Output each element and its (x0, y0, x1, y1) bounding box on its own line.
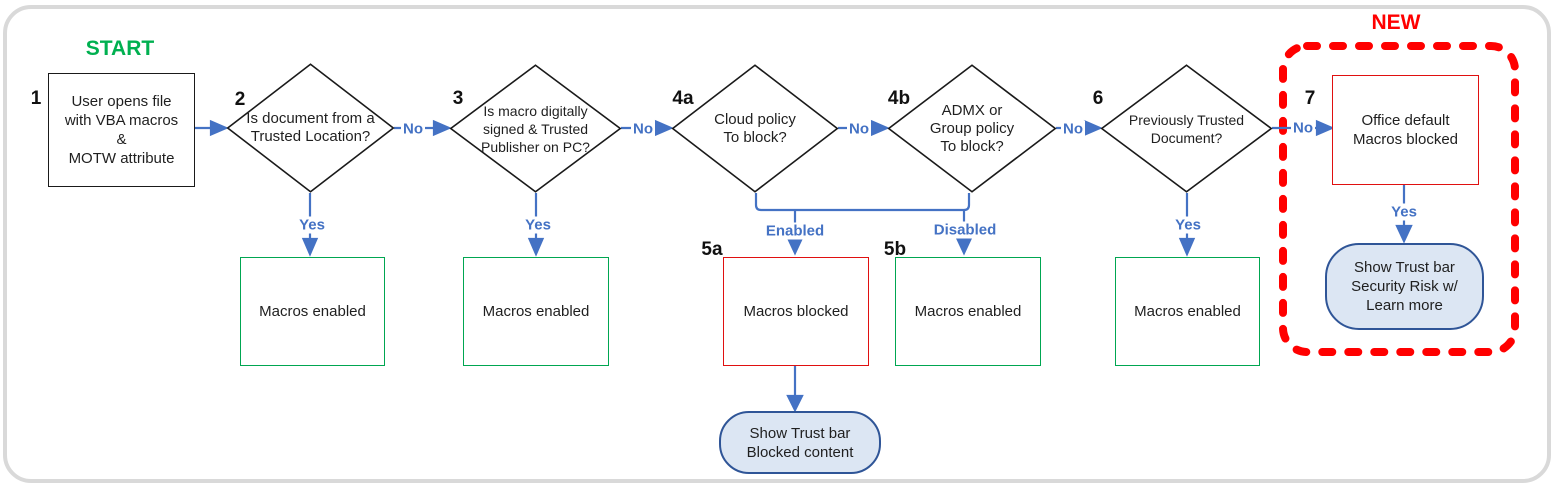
outcome-box-step3: Macros enabled (463, 257, 609, 366)
outcome-box-step2-text: Macros enabled (259, 303, 366, 320)
step-number-3: 3 (452, 88, 464, 109)
decision-step2-line: Trusted Location? (250, 128, 371, 145)
process-box-step7-line: Office default (1361, 112, 1450, 129)
decision-step4b-line: To block? (940, 137, 1004, 155)
edge-label-yes-step6: Yes (1173, 216, 1203, 234)
trust-bar-blocked-line: Blocked content (746, 443, 854, 461)
decision-diamond-shape (671, 64, 839, 193)
diagram-outer-frame (3, 5, 1551, 483)
edge-label-enabled: Enabled (763, 222, 827, 240)
trust-bar-security-line: Show Trust bar (1354, 259, 1455, 276)
outcome-box-step5b-text: Macros enabled (914, 303, 1022, 320)
decision-step4b-line: Group policy (929, 119, 1015, 137)
step-number-1: 1 (30, 88, 42, 109)
decision-step2: Is document from a Trusted Location? (226, 63, 395, 193)
process-box-step1-line: User opens file (71, 93, 172, 110)
decision-step4b-line: ADMX or (941, 101, 1003, 119)
edge-step1-to-step2 (193, 119, 229, 137)
decision-step3-line: Is macro digitally (483, 102, 588, 119)
step-number-5a: 5a (701, 239, 723, 260)
decision-diamond-shape (226, 63, 395, 193)
decision-step2-line: Is document from a (246, 110, 375, 127)
trust-bar-blocked-pill: Show Trust bar Blocked content (719, 411, 881, 474)
process-box-step1-line: with VBA macros (64, 112, 179, 129)
step-number-4a: 4a (672, 88, 694, 109)
decision-diamond-shape (887, 64, 1057, 193)
decision-step4a-line: To block? (723, 128, 787, 146)
outcome-box-step5a: Macros blocked (723, 257, 869, 366)
step-number-5b: 5b (883, 239, 907, 260)
decision-step3-line: Publisher on PC? (481, 138, 590, 155)
edge-label-no-step6: No (1291, 119, 1315, 137)
step-number-2: 2 (234, 89, 246, 110)
process-box-step1: User opens file with VBA macros & MOTW a… (48, 73, 195, 187)
new-highlight-dashed-border (1279, 42, 1519, 356)
outcome-box-step5b: Macros enabled (895, 257, 1041, 366)
outcome-box-step5a-text: Macros blocked (743, 303, 849, 320)
edge-label-no-step4a: No (847, 120, 871, 138)
edge-label-no-step2: No (401, 120, 425, 138)
step-number-6: 6 (1092, 88, 1104, 109)
decision-step4a-line: Cloud policy (714, 110, 796, 128)
edge-label-no-step4b: No (1061, 120, 1085, 138)
decision-diamond-shape (449, 64, 622, 193)
edge-label-yes-step3: Yes (523, 216, 553, 234)
edge-label-disabled: Disabled (931, 221, 999, 239)
decision-diamond-shape (1100, 64, 1273, 193)
process-box-step1-line: & (116, 131, 127, 148)
edge-label-yes-step2: Yes (297, 216, 327, 234)
decision-step4b: ADMX or Group policy To block? (887, 64, 1057, 193)
outcome-box-step6: Macros enabled (1115, 257, 1260, 366)
new-label: NEW (1371, 11, 1421, 34)
edge-step4-merge-rail (754, 193, 971, 212)
process-box-step7-line: Macros blocked (1352, 131, 1459, 148)
trust-bar-security-pill: Show Trust bar Security Risk w/ Learn mo… (1325, 243, 1484, 330)
process-box-step7: Office default Macros blocked (1332, 75, 1479, 185)
trust-bar-security-line: Security Risk w/ (1351, 278, 1458, 295)
process-box-step1-line: MOTW attribute (68, 150, 175, 167)
decision-step3-line: signed & Trusted (482, 120, 589, 137)
outcome-box-step3-text: Macros enabled (482, 303, 590, 320)
outcome-box-step6-text: Macros enabled (1134, 303, 1241, 320)
decision-step6-line: Previously Trusted (1128, 111, 1245, 128)
start-label: START (85, 37, 155, 60)
trust-bar-security-line: Learn more (1366, 297, 1443, 314)
decision-step6-line: Document? (1150, 129, 1223, 146)
decision-step6: Previously Trusted Document? (1100, 64, 1273, 193)
step-number-7: 7 (1304, 88, 1316, 109)
decision-step3: Is macro digitally signed & Trusted Publ… (449, 64, 622, 193)
edge-step5a-to-trust-bar (786, 364, 804, 413)
edge-label-yes-step7: Yes (1389, 203, 1419, 221)
edge-label-no-step3: No (631, 120, 655, 138)
outcome-box-step2: Macros enabled (240, 257, 385, 366)
decision-step4a: Cloud policy To block? (671, 64, 839, 193)
step-number-4b: 4b (887, 88, 911, 109)
trust-bar-blocked-line: Show Trust bar (749, 424, 851, 442)
